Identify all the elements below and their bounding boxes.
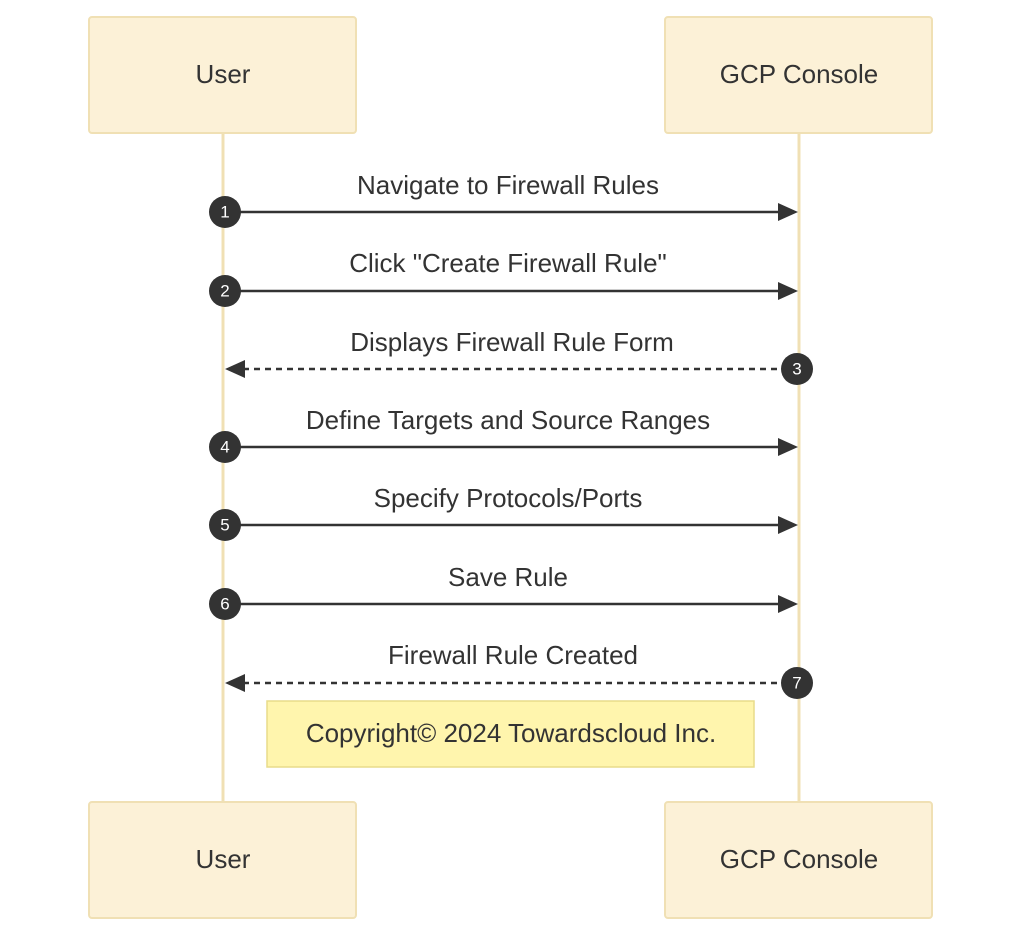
actor-console-top-label: GCP Console: [720, 59, 879, 89]
step-badge-5-number: 5: [220, 515, 229, 534]
message-1: Navigate to Firewall Rules 1: [209, 170, 798, 228]
message-5-label: Specify Protocols/Ports: [374, 483, 643, 513]
step-badge-2: [209, 275, 241, 307]
message-7-label: Firewall Rule Created: [388, 640, 638, 670]
arrowhead-right-icon: [778, 282, 798, 300]
step-badge-5: [209, 509, 241, 541]
message-5: Specify Protocols/Ports 5: [209, 483, 798, 541]
message-2-label: Click "Create Firewall Rule": [349, 248, 667, 278]
step-badge-2-number: 2: [220, 281, 229, 300]
copyright-note-label: Copyright© 2024 Towardscloud Inc.: [306, 718, 716, 748]
message-4-label: Define Targets and Source Ranges: [306, 405, 710, 435]
step-badge-1: [209, 196, 241, 228]
message-6: Save Rule 6: [209, 562, 798, 620]
step-badge-7-number: 7: [792, 673, 801, 692]
step-badge-3-number: 3: [792, 359, 801, 378]
step-badge-7: [781, 667, 813, 699]
message-7: Firewall Rule Created 7: [225, 640, 813, 699]
arrowhead-right-icon: [778, 516, 798, 534]
arrowhead-left-icon: [225, 674, 245, 692]
step-badge-4: [209, 431, 241, 463]
actor-user-bottom-label: User: [196, 844, 251, 874]
step-badge-4-number: 4: [220, 437, 229, 456]
copyright-note: Copyright© 2024 Towardscloud Inc.: [266, 700, 755, 768]
message-1-label: Navigate to Firewall Rules: [357, 170, 659, 200]
arrowhead-right-icon: [778, 438, 798, 456]
step-badge-3: [781, 353, 813, 385]
actor-user-bottom: User: [88, 801, 357, 919]
actor-user-top: User: [88, 16, 357, 134]
actor-console-bottom-label: GCP Console: [720, 844, 879, 874]
message-3: Displays Firewall Rule Form 3: [225, 327, 813, 385]
actor-console-top: GCP Console: [664, 16, 933, 134]
message-4: Define Targets and Source Ranges 4: [209, 405, 798, 463]
arrowhead-right-icon: [778, 595, 798, 613]
step-badge-6: [209, 588, 241, 620]
message-6-label: Save Rule: [448, 562, 568, 592]
arrowhead-right-icon: [778, 203, 798, 221]
actor-console-bottom: GCP Console: [664, 801, 933, 919]
arrowhead-left-icon: [225, 360, 245, 378]
message-3-label: Displays Firewall Rule Form: [350, 327, 674, 357]
step-badge-1-number: 1: [220, 202, 229, 221]
step-badge-6-number: 6: [220, 594, 229, 613]
actor-user-top-label: User: [196, 59, 251, 89]
message-2: Click "Create Firewall Rule" 2: [209, 248, 798, 307]
